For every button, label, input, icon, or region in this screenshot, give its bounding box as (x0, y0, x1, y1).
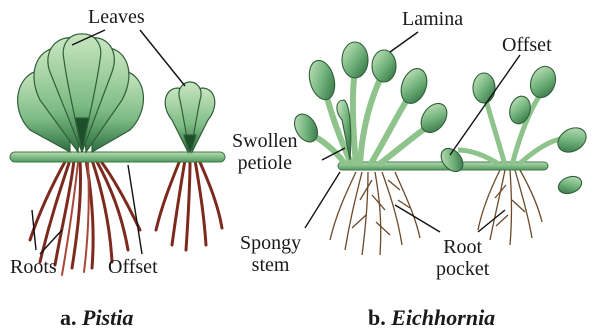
caption-pistia: a. Pistia (60, 305, 133, 331)
label-lamina: Lamina (402, 8, 463, 30)
label-spongy-stem: Spongy stem (240, 232, 301, 276)
caption-pistia-name: Pistia (82, 305, 133, 330)
spongy-line-1: Spongy (240, 232, 301, 254)
pistia-stolon (10, 152, 225, 162)
label-pistia-offset: Offset (108, 256, 158, 278)
label-root-pocket: Root pocket (436, 236, 489, 280)
caption-eichhornia-name: Eichhornia (391, 305, 495, 330)
pistia-plant (10, 34, 225, 275)
eichhornia-left-plant (290, 42, 452, 165)
eichhornia-right-plant (437, 63, 591, 197)
caption-eichhornia-prefix: b. (368, 305, 386, 330)
label-leaves: Leaves (88, 6, 145, 28)
spongy-line-2: stem (240, 254, 301, 276)
caption-pistia-prefix: a. (60, 305, 77, 330)
pistia-rosette (18, 34, 144, 152)
caption-eichhornia: b. Eichhornia (368, 305, 495, 331)
pistia-offset-plant (165, 82, 215, 152)
root-pocket-line-2: pocket (436, 258, 489, 280)
swollen-line-2: petiole (232, 152, 298, 174)
root-pocket-line-1: Root (436, 236, 489, 258)
label-swollen-petiole: Swollen petiole (232, 130, 298, 174)
eichhornia-plant (290, 42, 591, 255)
label-roots: Roots (10, 256, 57, 278)
label-eichhornia-offset: Offset (502, 34, 552, 56)
swollen-line-1: Swollen (232, 130, 298, 152)
